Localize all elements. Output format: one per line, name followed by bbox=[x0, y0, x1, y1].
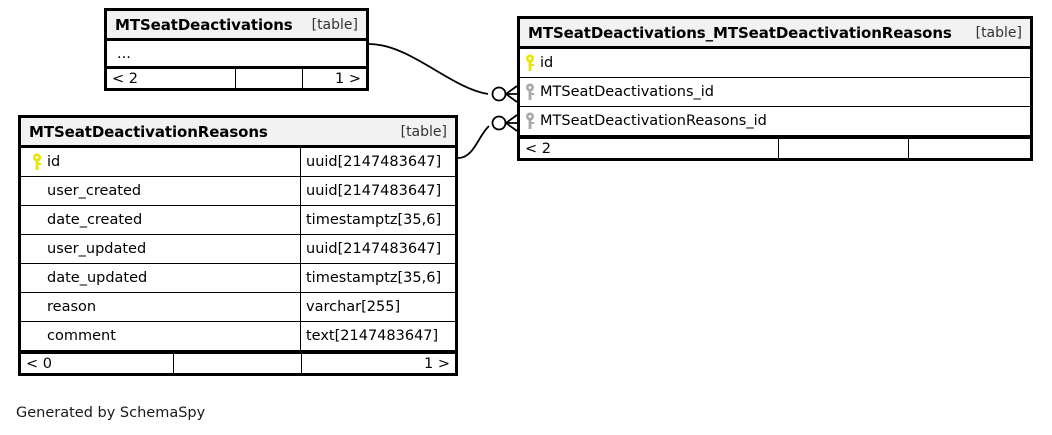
table-type-tag: [table] bbox=[400, 123, 447, 140]
primary-key-icon bbox=[27, 153, 47, 171]
footer-prev-link[interactable]: < 0 bbox=[26, 355, 52, 372]
table-type-tag: [table] bbox=[975, 24, 1022, 41]
relationship-deactivations-to-join bbox=[368, 43, 518, 103]
table-title: MTSeatDeactivations bbox=[115, 15, 293, 34]
table-type-tag: [table] bbox=[311, 16, 358, 33]
table-title: MTSeatDeactivationReasons bbox=[29, 122, 268, 141]
table-row: MTSeatDeactivations_id bbox=[520, 78, 1030, 107]
column-name: id bbox=[47, 154, 61, 170]
column-type: uuid[2147483647] bbox=[300, 148, 455, 176]
table-row: date_updated timestamptz[35,6] bbox=[21, 264, 455, 293]
column-type: varchar[255] bbox=[300, 293, 455, 321]
table-header: MTSeatDeactivations [table] bbox=[107, 11, 366, 41]
column-name-cell: date_updated bbox=[21, 264, 300, 292]
column-name-cell: id bbox=[21, 148, 300, 176]
table-footer-nav: < 2 1 > bbox=[107, 66, 366, 88]
column-type: timestamptz[35,6] bbox=[300, 264, 455, 292]
crows-foot-many bbox=[504, 85, 518, 103]
column-name: user_updated bbox=[47, 241, 147, 257]
foreign-key-icon bbox=[520, 112, 540, 130]
table-row: user_updated uuid[2147483647] bbox=[21, 235, 455, 264]
table-row: MTSeatDeactivationReasons_id bbox=[520, 107, 1030, 136]
column-type: uuid[2147483647] bbox=[300, 177, 455, 205]
crows-foot-many bbox=[504, 114, 518, 132]
column-name-cell: user_created bbox=[21, 177, 300, 205]
table-title: MTSeatDeactivations_MTSeatDeactivationRe… bbox=[528, 23, 952, 42]
column-name: MTSeatDeactivations_id bbox=[540, 84, 714, 100]
table-row: reason varchar[255] bbox=[21, 293, 455, 322]
column-type: text[2147483647] bbox=[300, 322, 455, 350]
footer-middle-cell bbox=[235, 69, 302, 88]
footer-prev-link[interactable]: < 2 bbox=[525, 140, 551, 157]
table-header: MTSeatDeactivations_MTSeatDeactivationRe… bbox=[520, 19, 1030, 49]
footer-next-link[interactable]: 1 > bbox=[302, 69, 366, 88]
column-type: uuid[2147483647] bbox=[300, 235, 455, 263]
table-footer-nav: < 0 1 > bbox=[21, 351, 455, 373]
footer-next-link bbox=[908, 139, 1030, 158]
column-name: date_created bbox=[47, 212, 143, 228]
foreign-key-icon bbox=[520, 83, 540, 101]
column-name-cell: user_updated bbox=[21, 235, 300, 263]
relationship-reasons-to-join bbox=[457, 114, 518, 159]
column-name: ... bbox=[117, 45, 131, 62]
column-name-cell: reason bbox=[21, 293, 300, 321]
table-footer-nav: < 2 bbox=[520, 136, 1030, 158]
table-mtseatdeactivationreasons[interactable]: MTSeatDeactivationReasons [table] id uui… bbox=[18, 115, 458, 376]
table-mtseatdeactivations-mtseatdeactivationreasons[interactable]: MTSeatDeactivations_MTSeatDeactivationRe… bbox=[517, 16, 1033, 161]
table-header: MTSeatDeactivationReasons [table] bbox=[21, 118, 455, 148]
column-name: date_updated bbox=[47, 270, 148, 286]
table-row: id bbox=[520, 49, 1030, 78]
column-name-cell: date_created bbox=[21, 206, 300, 234]
column-type: timestamptz[35,6] bbox=[300, 206, 455, 234]
column-name: comment bbox=[47, 328, 116, 344]
column-name-cell: comment bbox=[21, 322, 300, 350]
table-mtseatdeactivations[interactable]: MTSeatDeactivations [table] ... < 2 1 > bbox=[104, 8, 369, 91]
footer-middle-cell bbox=[778, 139, 908, 158]
table-row: ... bbox=[107, 41, 366, 66]
column-name: MTSeatDeactivationReasons_id bbox=[540, 113, 767, 129]
cardinality-zero-circle bbox=[491, 86, 507, 102]
column-name: user_created bbox=[47, 183, 142, 199]
footer-next-link[interactable]: 1 > bbox=[301, 354, 455, 373]
table-row: id uuid[2147483647] bbox=[21, 148, 455, 177]
primary-key-icon bbox=[520, 54, 540, 72]
footer-middle-cell bbox=[173, 354, 301, 373]
table-row: comment text[2147483647] bbox=[21, 322, 455, 351]
table-row: date_created timestamptz[35,6] bbox=[21, 206, 455, 235]
table-row: user_created uuid[2147483647] bbox=[21, 177, 455, 206]
cardinality-zero-circle bbox=[491, 115, 507, 131]
footer-prev-link[interactable]: < 2 bbox=[112, 70, 138, 87]
generated-by-caption: Generated by SchemaSpy bbox=[16, 405, 206, 421]
column-name: id bbox=[540, 55, 554, 71]
column-name: reason bbox=[47, 299, 97, 315]
